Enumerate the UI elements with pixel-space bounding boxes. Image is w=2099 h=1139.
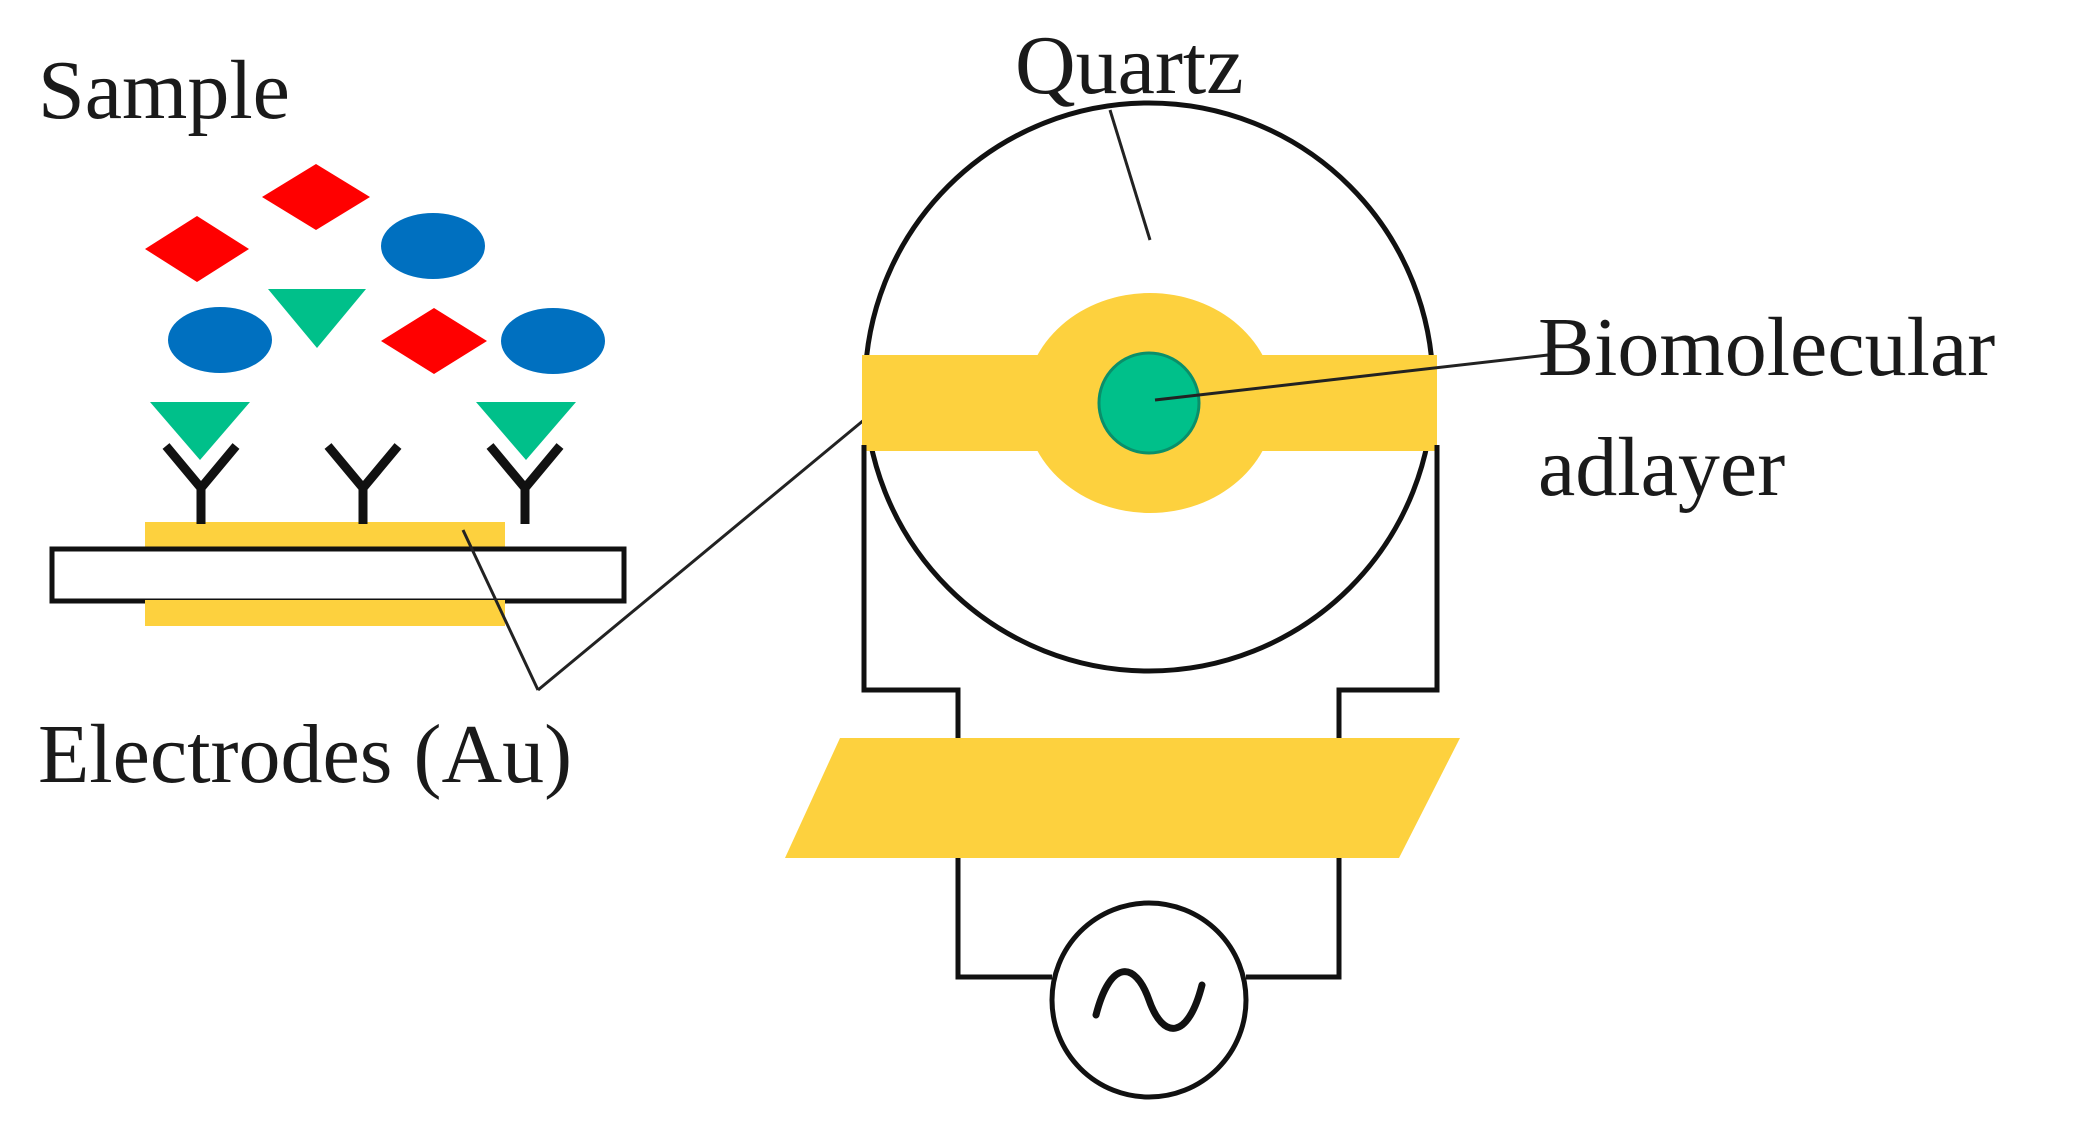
adlayer-pointer-line: [1154, 353, 1549, 402]
quartz-pointer-line: [1108, 109, 1152, 241]
green-triangle-bound-2: [476, 402, 576, 460]
green-triangle-bound-1: [150, 402, 250, 460]
blue-oval-3: [501, 308, 605, 374]
ac-source: [1049, 900, 1249, 1100]
biomolecular-label-line1: Biomolecular: [1538, 301, 1995, 394]
red-diamond-3: [381, 308, 487, 374]
red-diamond-1: [145, 216, 249, 282]
antibody-icon-2: [324, 443, 402, 524]
blue-oval-1: [381, 213, 485, 279]
red-diamonds: [145, 164, 487, 374]
antibody-icon-3: [486, 443, 564, 524]
base-electrode-plate: [785, 738, 1460, 858]
antibody-icons: [162, 443, 564, 524]
electrodes-label: Electrodes (Au): [38, 708, 572, 801]
biomolecular-label-line2: adlayer: [1538, 421, 1785, 514]
blue-ovals: [168, 213, 605, 374]
green-triangle-free: [268, 289, 366, 348]
antibody-icon-1: [162, 443, 240, 524]
electrode-pointer-lines: [461, 408, 877, 692]
sine-wave-icon: [1092, 968, 1206, 1032]
quartz-label: Quartz: [1015, 19, 1244, 112]
biomolecular-adlayer-spot: [1097, 351, 1201, 455]
quartz-plate: [49, 546, 627, 604]
red-diamond-2: [262, 164, 370, 230]
circuit-wires: [861, 445, 1440, 980]
blue-oval-2: [168, 307, 272, 373]
top-electrode: [145, 522, 505, 550]
sample-label: Sample: [38, 44, 290, 137]
bottom-electrode: [145, 600, 505, 626]
